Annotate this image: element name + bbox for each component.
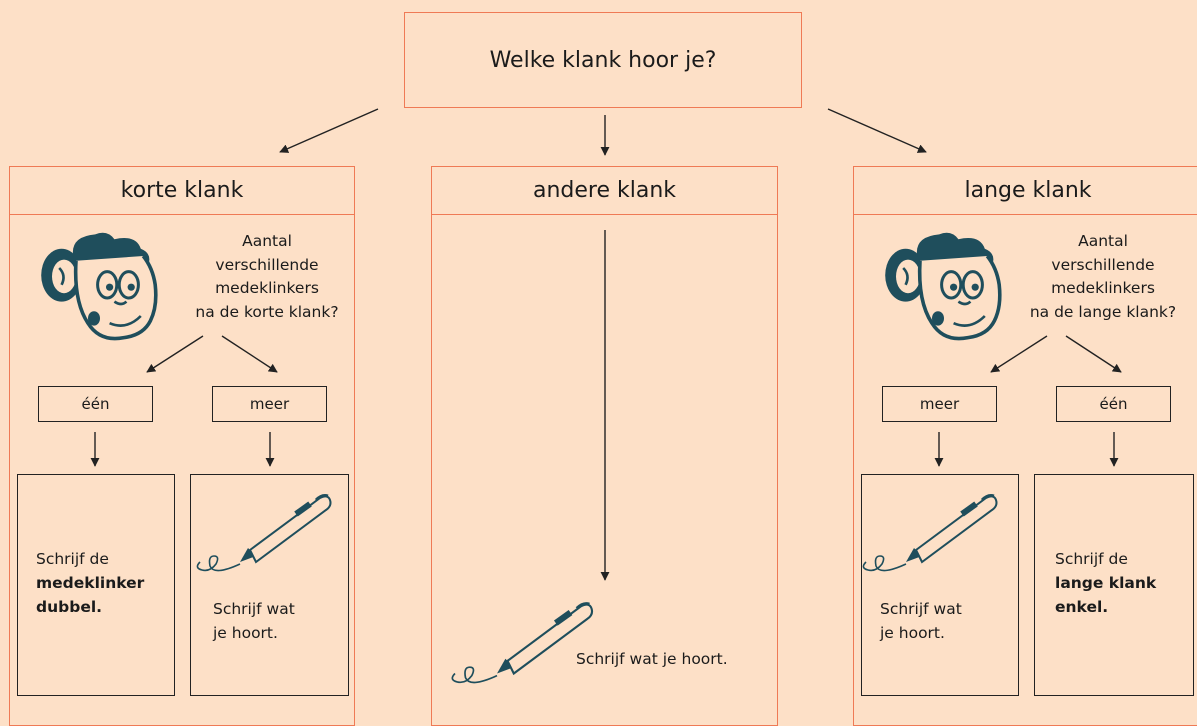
right-result-single-text: Schrijf de lange klank enkel. bbox=[1055, 547, 1156, 619]
right-option-more: meer bbox=[882, 386, 997, 422]
left-question-line: medeklinkers bbox=[215, 279, 319, 297]
result-line: Schrijf de bbox=[1055, 550, 1128, 568]
right-question-line: verschillende bbox=[1051, 255, 1155, 274]
result-line: je hoort. bbox=[880, 624, 945, 642]
right-question-line: medeklinkers bbox=[1051, 279, 1155, 297]
column-title-other: andere klank bbox=[432, 167, 777, 215]
result-line: je hoort. bbox=[213, 624, 278, 642]
right-result-single: Schrijf de lange klank enkel. bbox=[1034, 474, 1194, 696]
right-option-more-text: meer bbox=[919, 395, 960, 413]
right-option-one-text: één bbox=[1099, 395, 1128, 413]
result-line: Schrijf wat bbox=[880, 600, 962, 618]
column-title-short-text: korte klank bbox=[120, 178, 244, 203]
top-question: Welke klank hoor je? bbox=[489, 47, 717, 73]
result-bold-line: enkel. bbox=[1055, 598, 1109, 616]
result-bold-line: medeklinker bbox=[36, 574, 145, 592]
left-option-more-text: meer bbox=[249, 395, 290, 413]
result-line: Schrijf wat bbox=[213, 600, 295, 618]
right-question-line: na de lange klank? bbox=[1029, 302, 1177, 321]
left-result-write-text: Schrijf wat je hoort. bbox=[213, 597, 295, 645]
left-question-line: verschillende bbox=[215, 255, 319, 274]
right-question-line: Aantal bbox=[1078, 232, 1128, 250]
result-bold-line: dubbel. bbox=[36, 598, 103, 616]
middle-result-text: Schrijf wat je hoort. bbox=[576, 650, 728, 668]
right-question: Aantal verschillende medeklinkers na de … bbox=[1016, 230, 1190, 324]
arrow-to-short bbox=[279, 108, 379, 153]
column-title-long-text: lange klank bbox=[964, 178, 1092, 203]
left-result-double: Schrijf de medeklinker dubbel. bbox=[17, 474, 175, 696]
result-bold-line: lange klank bbox=[1055, 574, 1157, 592]
right-result-write-text: Schrijf wat je hoort. bbox=[880, 597, 962, 645]
left-result-write: Schrijf wat je hoort. bbox=[190, 474, 349, 696]
left-result-double-text: Schrijf de medeklinker dubbel. bbox=[36, 547, 144, 619]
left-option-one: één bbox=[38, 386, 153, 422]
arrow-to-long bbox=[827, 108, 927, 153]
right-option-one: één bbox=[1056, 386, 1171, 422]
column-title-other-text: andere klank bbox=[532, 178, 677, 203]
left-question-line: Aantal bbox=[242, 232, 292, 250]
left-option-one-text: één bbox=[81, 395, 110, 413]
top-question-box: Welke klank hoor je? bbox=[404, 12, 802, 108]
left-question-line: na de korte klank? bbox=[195, 302, 339, 321]
result-line: Schrijf de bbox=[36, 550, 109, 568]
right-result-write: Schrijf wat je hoort. bbox=[861, 474, 1019, 696]
column-other-vowel: andere klank bbox=[431, 166, 778, 726]
left-question: Aantal verschillende medeklinkers na de … bbox=[180, 230, 354, 324]
column-title-long: lange klank bbox=[854, 167, 1197, 215]
left-option-more: meer bbox=[212, 386, 327, 422]
column-title-short: korte klank bbox=[10, 167, 354, 215]
